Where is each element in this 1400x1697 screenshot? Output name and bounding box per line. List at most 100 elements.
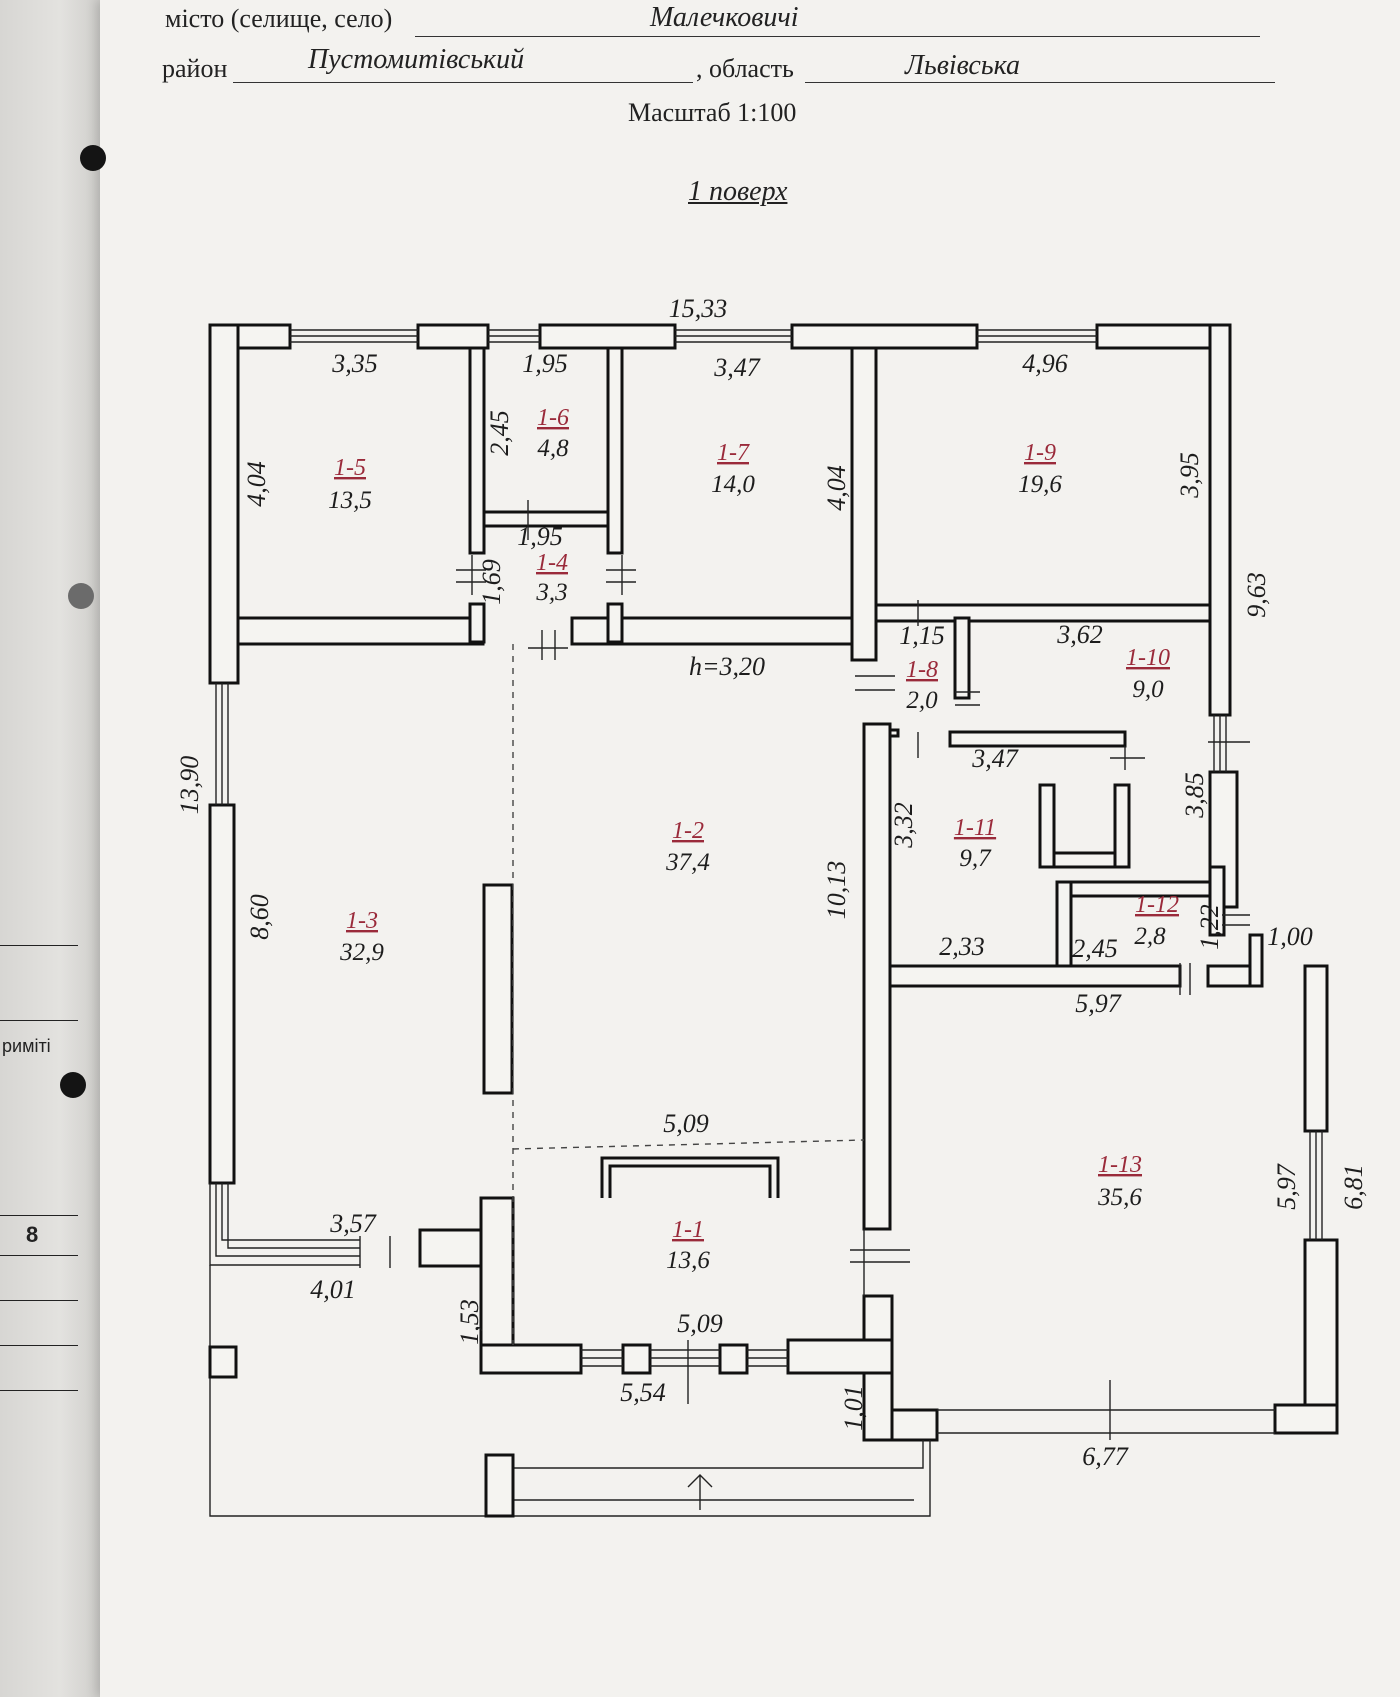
- floor-title: 1 поверх: [688, 176, 788, 207]
- plan-thin-lines: [208, 644, 931, 1518]
- room-id: 1-2: [672, 818, 704, 844]
- wall-segment: [208, 803, 236, 1185]
- city-label: місто (селище, село): [165, 4, 393, 33]
- wall-segment: [953, 616, 971, 700]
- dimension-label: 15,33: [669, 294, 728, 323]
- district-label: район: [162, 54, 228, 83]
- wall-segment: [416, 323, 490, 350]
- wall-segment: [1052, 851, 1117, 869]
- dimension-label: 3,85: [1180, 772, 1209, 819]
- dimension-label: 2,45: [1072, 934, 1118, 963]
- wall-segment: [538, 323, 677, 350]
- dimension-label: 4,96: [1022, 349, 1068, 378]
- dimension-label: 1,53: [455, 1299, 484, 1345]
- wall-segment: [790, 323, 979, 350]
- dimension-label: 3,95: [1175, 452, 1204, 499]
- room-area: 37,4: [665, 849, 710, 876]
- room-area: 35,6: [1097, 1184, 1142, 1211]
- room-area: 32,9: [339, 939, 384, 966]
- room-id: 1-8: [906, 657, 938, 683]
- document-page: [100, 0, 1400, 1697]
- dimension-label: 3,62: [1056, 620, 1103, 649]
- wall-segment: [948, 730, 1127, 748]
- room-area: 14,0: [711, 471, 755, 498]
- wall-segment: [621, 1343, 652, 1375]
- page-number: 8: [26, 1222, 39, 1247]
- room-area: 3,3: [535, 579, 567, 606]
- binder-hole: [80, 145, 106, 171]
- wall-segment: [786, 1338, 894, 1375]
- wall-segment: [1273, 1403, 1339, 1435]
- wall-segment: [862, 722, 892, 1231]
- room-id: 1-3: [346, 908, 378, 934]
- wall-segment: [1208, 865, 1226, 937]
- room-area: 2,8: [1134, 923, 1166, 950]
- dimension-label: 3,57: [329, 1209, 377, 1238]
- dimension-label: 2,33: [939, 932, 985, 961]
- region-underline: [805, 82, 1275, 83]
- wall-segment: [1303, 964, 1329, 1133]
- wall-segment: [1248, 933, 1264, 988]
- binder-hole: [60, 1072, 86, 1098]
- wall-segment: [482, 883, 514, 1095]
- room-id: 1-13: [1098, 1152, 1142, 1178]
- room-id: 1-9: [1024, 440, 1056, 466]
- margin-text: риміті: [2, 1036, 51, 1056]
- dimension-label: 13,90: [175, 756, 204, 815]
- dimension-label: 5,97: [1075, 989, 1122, 1018]
- counter-outline: [608, 1164, 772, 1198]
- door-marks: [456, 500, 1250, 1440]
- binder-hole: [68, 583, 94, 609]
- room-area: 19,6: [1018, 471, 1062, 498]
- side-table-line: [0, 1300, 78, 1301]
- city-underline: [415, 36, 1260, 37]
- dimension-label: 10,13: [822, 861, 851, 920]
- room-area: 2,0: [906, 687, 938, 714]
- dimension-label: 3,47: [713, 353, 761, 382]
- dimension-label: 3,47: [971, 744, 1019, 773]
- room-id: 1-12: [1135, 892, 1179, 918]
- dimension-label: 1,00: [1267, 922, 1313, 951]
- wall-segment: [606, 346, 624, 555]
- room-area: 9,0: [1132, 676, 1164, 703]
- dimension-label: 1,69: [477, 559, 506, 605]
- plan-walls: [208, 323, 1339, 1442]
- wall-segment: [236, 616, 485, 646]
- wall-segment: [1113, 783, 1131, 869]
- room-area: 13,6: [666, 1247, 710, 1274]
- binder-strip: риміті 8: [0, 0, 100, 1697]
- wall-segment: [1055, 880, 1073, 969]
- dimension-label: 4,04: [242, 461, 271, 507]
- dimension-label: 6,81: [1339, 1164, 1368, 1210]
- room-id: 1-5: [334, 455, 366, 481]
- room-area: 4,8: [537, 435, 569, 462]
- room-id: 1-6: [537, 405, 569, 431]
- dimension-label: 4,01: [310, 1275, 356, 1304]
- dimension-label: 4,04: [822, 465, 851, 511]
- dimension-label: 6,77: [1082, 1442, 1129, 1471]
- ceiling-height-note: h=3,20: [689, 652, 765, 681]
- dimension-label: 1,15: [899, 621, 945, 650]
- dimension-labels: 15,33 3,35 1,95 3,47 4,96 4,04 2,45 4,04…: [175, 294, 1368, 1471]
- dimension-label: 1,95: [522, 349, 568, 378]
- side-table-line: [0, 1345, 78, 1346]
- district-value: Пустомитівський: [308, 44, 525, 75]
- side-table-line: [0, 945, 78, 946]
- counter-outline: [600, 1156, 780, 1198]
- room-area: 13,5: [328, 487, 372, 514]
- side-table-line: [0, 1390, 78, 1391]
- dimension-label: 8,60: [245, 894, 274, 940]
- wall-segment: [1038, 783, 1056, 869]
- side-table-line: [0, 1215, 78, 1216]
- wall-segment: [1208, 323, 1232, 717]
- room-id: 1-10: [1126, 645, 1170, 671]
- dimension-label: 3,35: [331, 349, 378, 378]
- room-id: 1-4: [536, 550, 568, 576]
- wall-segment: [606, 602, 624, 644]
- scale-label: Масштаб 1:100: [628, 98, 797, 127]
- dimension-label: 1,95: [517, 522, 563, 551]
- room-id: 1-1: [672, 1217, 704, 1243]
- dimension-label: 5,09: [677, 1309, 723, 1338]
- wall-segment: [874, 603, 1212, 623]
